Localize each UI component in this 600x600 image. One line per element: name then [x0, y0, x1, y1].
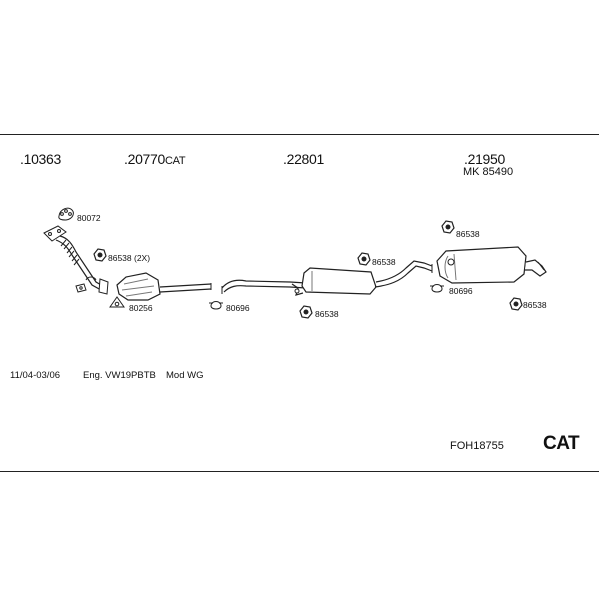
- system-code: FOH18755: [450, 440, 504, 452]
- nut-86538-c-icon: [441, 220, 455, 234]
- part-number-21950: .21950: [464, 151, 506, 167]
- gasket-80256-icon: [109, 296, 125, 308]
- callout-80072: 80072: [77, 213, 101, 223]
- part-number-22801: .22801: [283, 151, 325, 167]
- cat-badge: CAT: [543, 433, 580, 454]
- callout-86538-2x: 86538 (2X): [108, 253, 151, 263]
- callout-80256: 80256: [129, 303, 153, 313]
- callout-80696-a: 80696: [226, 303, 250, 313]
- gasket-80072-icon: [58, 207, 74, 221]
- info-date-range: 11/04-03/06: [10, 370, 61, 381]
- callout-86538-a: 86538: [315, 309, 339, 319]
- callout-80696-b: 80696: [449, 286, 473, 296]
- catalytic-converter-20770-icon: [116, 272, 212, 301]
- part-suffix-cat: CAT: [165, 155, 186, 167]
- clamp-80696-a-icon: [209, 301, 223, 310]
- nut-86538-2x-icon: [93, 248, 107, 262]
- front-pipe-10363-icon: [43, 225, 109, 295]
- clamp-80696-b-icon: [430, 284, 444, 293]
- rear-silencer-21950-icon: [436, 246, 547, 284]
- nut-86538-a-icon: [299, 305, 313, 319]
- part-number-20770: .20770CAT: [124, 151, 186, 167]
- callout-86538-b: 86538: [372, 257, 396, 267]
- nut-86538-b-icon: [357, 252, 371, 266]
- middle-silencer-22801-icon: [221, 260, 433, 296]
- part-number-10363: .10363: [20, 151, 62, 167]
- callout-86538-d: 86538: [523, 300, 547, 310]
- part-sub-mk85490: MK 85490: [463, 166, 514, 178]
- callout-86538-c: 86538: [456, 229, 480, 239]
- info-model: Mod WG: [166, 370, 204, 381]
- info-engine: Eng. VW19PBTB: [83, 370, 156, 381]
- diagram-frame: [0, 134, 599, 472]
- nut-86538-d-icon: [509, 297, 523, 311]
